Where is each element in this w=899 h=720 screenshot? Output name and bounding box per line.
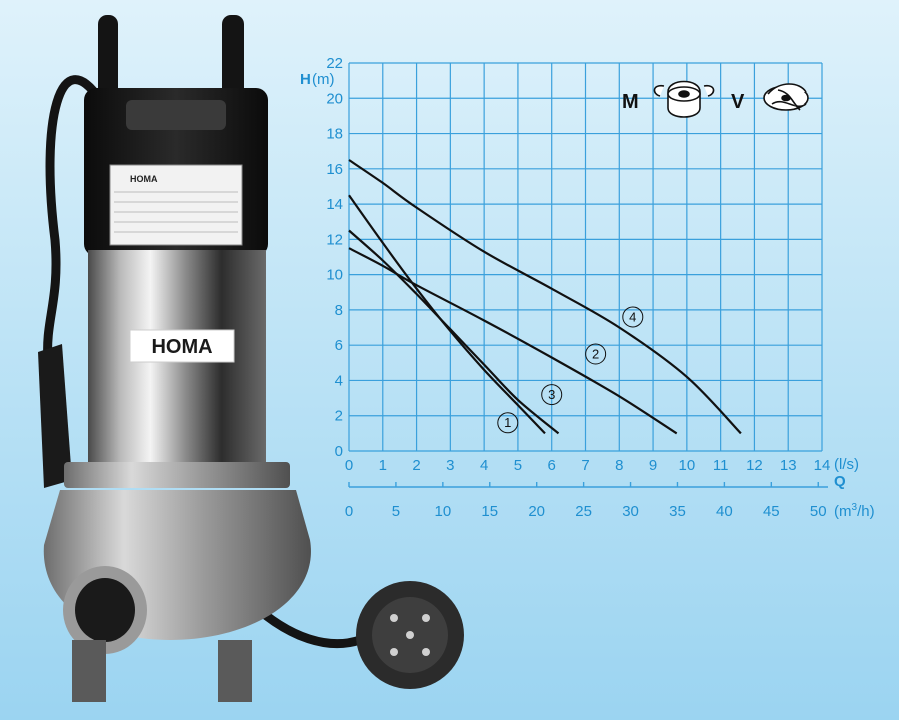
series-label-4: 4 bbox=[629, 309, 636, 324]
x2-tick-label-20: 20 bbox=[528, 503, 545, 520]
series-label-ring-1 bbox=[497, 412, 519, 434]
x2-tick-label-10: 10 bbox=[435, 503, 452, 520]
y-tick-label-8: 8 bbox=[335, 302, 343, 319]
x-tick-label-9: 9 bbox=[649, 457, 657, 474]
series-label-2: 2 bbox=[592, 346, 599, 361]
chart-grid bbox=[348, 62, 823, 452]
x-tick-label-5: 5 bbox=[514, 457, 522, 474]
y-tick-label-22: 22 bbox=[326, 55, 343, 72]
x2-tick-label-25: 25 bbox=[575, 503, 592, 520]
x2-tick-label-35: 35 bbox=[669, 503, 686, 520]
x2-tick-label-15: 15 bbox=[481, 503, 498, 520]
series-label-3: 3 bbox=[548, 387, 555, 402]
y-tick-label-6: 6 bbox=[335, 337, 343, 354]
x-axis-letter: Q bbox=[834, 473, 846, 490]
x-tick-label-2: 2 bbox=[412, 457, 420, 474]
impeller-legend: M V bbox=[622, 80, 809, 118]
x-tick-label-7: 7 bbox=[581, 457, 589, 474]
x-axis-unit-primary: (l/s) bbox=[834, 456, 859, 473]
y-tick-label-4: 4 bbox=[335, 372, 343, 389]
y-tick-label-10: 10 bbox=[326, 267, 343, 284]
series-label-ring-4 bbox=[622, 306, 644, 328]
x-tick-label-10: 10 bbox=[679, 457, 696, 474]
x2-tick-label-50: 50 bbox=[810, 503, 827, 520]
x-tick-label-11: 11 bbox=[713, 457, 729, 474]
series-label-1: 1 bbox=[504, 415, 511, 430]
x-axis-unit-secondary: (m3/h) bbox=[834, 502, 875, 520]
pump-illustration: HOMA HOMA bbox=[38, 15, 464, 702]
x-tick-label-6: 6 bbox=[548, 457, 556, 474]
y-tick-label-14: 14 bbox=[326, 196, 343, 213]
x2-tick-label-5: 5 bbox=[392, 503, 400, 520]
nameplate-brand: HOMA bbox=[130, 174, 158, 184]
series-curve-3 bbox=[348, 229, 560, 435]
x2-tick-label-30: 30 bbox=[622, 503, 639, 520]
y-tick-label-12: 12 bbox=[326, 231, 343, 248]
x-tick-label-14: 14 bbox=[814, 457, 831, 474]
y-tick-label-18: 18 bbox=[326, 126, 343, 143]
y-tick-label-20: 20 bbox=[326, 90, 343, 107]
y-tick-label-2: 2 bbox=[335, 408, 343, 425]
series-curve-1 bbox=[348, 194, 546, 435]
series-curve-2 bbox=[348, 247, 678, 435]
series-label-ring-3 bbox=[541, 384, 563, 406]
x-tick-label-1: 1 bbox=[379, 457, 387, 474]
y-tick-label-0: 0 bbox=[335, 443, 343, 460]
series-label-ring-2 bbox=[585, 343, 607, 365]
impeller-letter-m: M bbox=[622, 91, 639, 113]
y-axis-unit: (m) bbox=[312, 71, 335, 88]
x-tick-label-3: 3 bbox=[446, 457, 454, 474]
vortex-impeller-icon bbox=[763, 83, 809, 111]
y-tick-label-16: 16 bbox=[326, 161, 343, 178]
x-tick-label-4: 4 bbox=[480, 457, 488, 474]
x-tick-label-8: 8 bbox=[615, 457, 623, 474]
chart-series: 1 2 3 4 bbox=[348, 159, 742, 435]
pump-brand-label: HOMA bbox=[151, 336, 212, 358]
multichannel-impeller-icon bbox=[653, 80, 715, 118]
x-tick-label-13: 13 bbox=[780, 457, 797, 474]
x2-tick-label-0: 0 bbox=[345, 503, 353, 520]
series-curve-4 bbox=[348, 159, 742, 435]
x-tick-label-12: 12 bbox=[746, 457, 763, 474]
impeller-letter-v: V bbox=[731, 91, 745, 113]
y-axis-letter: H bbox=[300, 71, 311, 88]
x2-tick-label-45: 45 bbox=[763, 503, 780, 520]
x2-tick-label-40: 40 bbox=[716, 503, 733, 520]
x-tick-label-0: 0 bbox=[345, 457, 353, 474]
